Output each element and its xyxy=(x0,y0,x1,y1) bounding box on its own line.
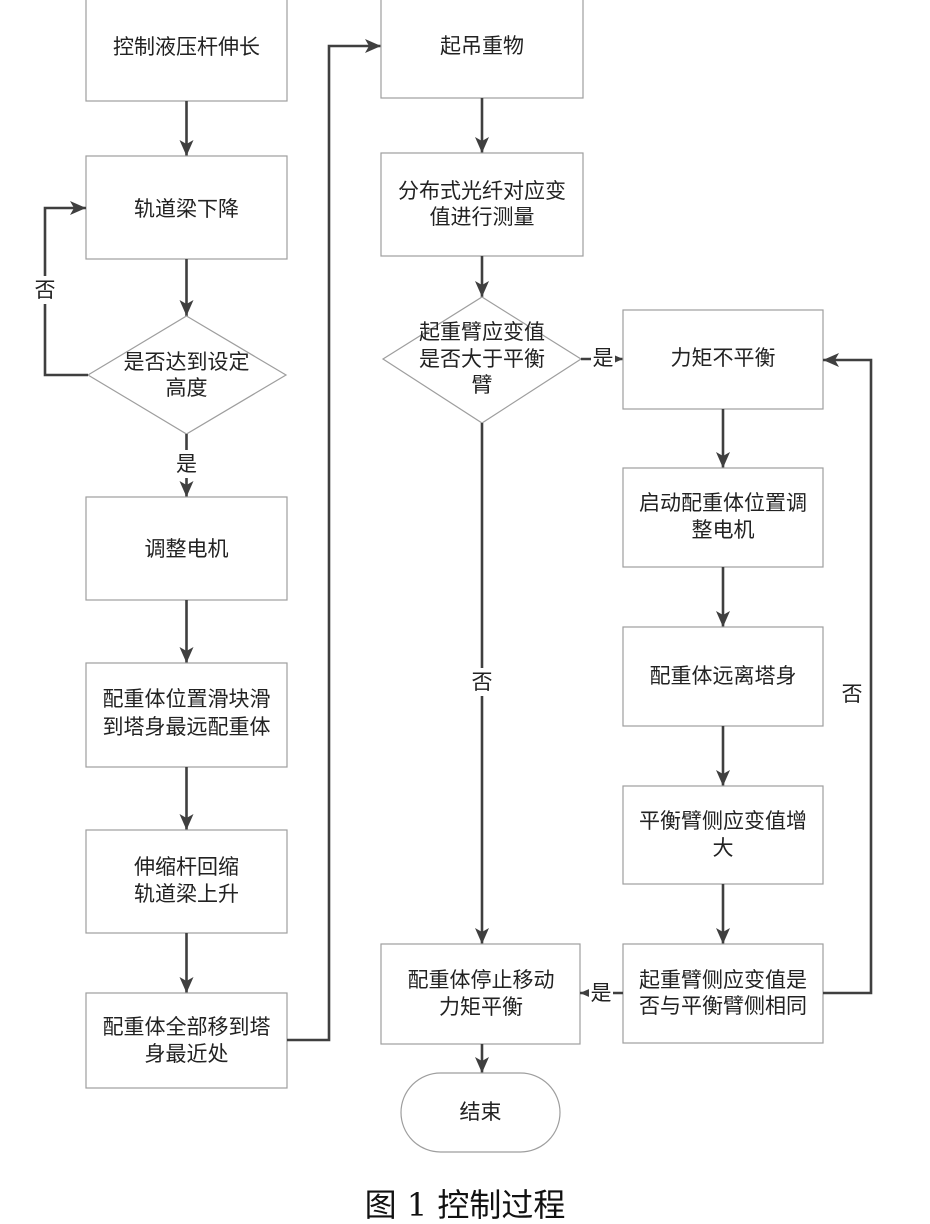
node-label: 配重体位置滑块滑 xyxy=(103,687,271,711)
node-lift-load: 起吊重物 xyxy=(380,0,584,99)
node-label: 身最近处 xyxy=(145,1042,229,1066)
node-label: 值进行测量 xyxy=(430,205,535,229)
node-retract-rod-beam-rise: 伸缩杆回缩 轨道梁上升 xyxy=(85,829,288,934)
edge-label-compare-no: 否 xyxy=(470,668,495,696)
node-label: 配重体全部移到塔 xyxy=(103,1015,271,1039)
node-slider-to-farthest: 配重体位置滑块滑 到塔身最远配重体 xyxy=(85,662,288,768)
node-box xyxy=(622,943,824,1044)
node-label: 臂 xyxy=(472,373,493,397)
node-fiber-strain-measure: 分布式光纤对应变 值进行测量 xyxy=(380,152,584,257)
node-label: 轨道梁上升 xyxy=(134,882,239,906)
node-label: 伸缩杆回缩 xyxy=(134,855,239,879)
label-background xyxy=(174,450,199,478)
edge-label: 否 xyxy=(35,278,56,302)
node-label: 分布式光纤对应变 xyxy=(398,179,566,203)
label-background xyxy=(591,345,615,373)
label-background xyxy=(33,276,57,304)
edge-label: 是 xyxy=(593,346,614,370)
node-box xyxy=(380,943,581,1045)
node-label: 整电机 xyxy=(692,518,755,542)
node-label: 平衡臂侧应变值增 xyxy=(639,809,807,833)
node-counterweight-move-away: 配重体远离塔身 xyxy=(622,626,824,727)
node-box xyxy=(622,785,824,885)
terminal-end: 结束 xyxy=(400,1072,561,1153)
node-track-beam-down: 轨道梁下降 xyxy=(85,155,288,260)
edge-label-height-yes: 是 xyxy=(174,450,199,478)
label-background xyxy=(589,979,613,1007)
edge-label: 否 xyxy=(472,670,493,694)
node-label: 起重臂应变值 xyxy=(419,320,545,344)
node-box xyxy=(380,0,584,99)
node-box xyxy=(85,662,288,768)
node-extend-hydraulic-rod: 控制液压杆伸长 xyxy=(85,0,288,102)
node-box xyxy=(85,155,288,260)
decision-diamond xyxy=(86,315,288,435)
node-label: 是否达到设定 xyxy=(124,350,250,374)
node-stop-moment-balanced: 配重体停止移动 力矩平衡 xyxy=(380,943,581,1045)
decision-strain-greater: 起重臂应变值 是否大于平衡 臂 xyxy=(381,296,583,424)
node-box xyxy=(622,626,824,727)
node-label: 力矩不平衡 xyxy=(671,346,776,370)
node-strain-equal-check: 起重臂侧应变值是 否与平衡臂侧相同 xyxy=(622,943,824,1044)
edge-label: 是 xyxy=(176,452,197,476)
terminal-shape xyxy=(400,1072,561,1153)
node-label: 大 xyxy=(713,836,734,860)
label-background xyxy=(470,668,495,696)
node-box xyxy=(85,829,288,934)
node-moment-unbalanced: 力矩不平衡 xyxy=(622,309,824,410)
node-label: 启动配重体位置调 xyxy=(639,491,807,515)
node-start-counterweight-motor: 启动配重体位置调 整电机 xyxy=(622,467,824,568)
node-box xyxy=(85,496,288,601)
node-label: 控制液压杆伸长 xyxy=(113,35,260,59)
node-label: 调整电机 xyxy=(145,537,229,561)
node-box xyxy=(380,152,584,257)
node-box xyxy=(85,992,288,1089)
edge-label-height-no: 否 xyxy=(33,276,57,304)
node-box xyxy=(85,0,288,102)
node-label: 配重体远离塔身 xyxy=(650,664,797,688)
node-label: 否与平衡臂侧相同 xyxy=(639,994,807,1018)
edge-label-equal-no: 否 xyxy=(842,682,863,706)
node-label: 高度 xyxy=(166,376,208,400)
node-label: 轨道梁下降 xyxy=(134,197,239,221)
arrow-nearest-to-lift-load xyxy=(287,39,381,1042)
node-label: 力矩平衡 xyxy=(439,995,523,1019)
edge-label-equal-yes: 是 xyxy=(589,979,613,1007)
edge-label: 是 xyxy=(591,981,612,1005)
node-move-all-to-nearest: 配重体全部移到塔 身最近处 xyxy=(85,992,288,1089)
decision-height-reached: 是否达到设定 高度 xyxy=(86,315,288,435)
node-label: 配重体停止移动 xyxy=(408,968,555,992)
node-balance-arm-strain-increase: 平衡臂侧应变值增 大 xyxy=(622,785,824,885)
arrow-equal-no-loop xyxy=(823,353,873,995)
node-label: 起吊重物 xyxy=(440,34,524,58)
figure-caption: 图 1 控制过程 xyxy=(365,1186,566,1224)
node-label: 结束 xyxy=(460,1100,502,1124)
node-label: 到塔身最远配重体 xyxy=(103,715,271,739)
node-label: 起重臂侧应变值是 xyxy=(639,968,807,992)
node-label: 是否大于平衡 xyxy=(419,347,545,371)
node-box xyxy=(622,309,824,410)
node-adjust-motor: 调整电机 xyxy=(85,496,288,601)
edge-label-compare-yes: 是 xyxy=(591,345,615,373)
